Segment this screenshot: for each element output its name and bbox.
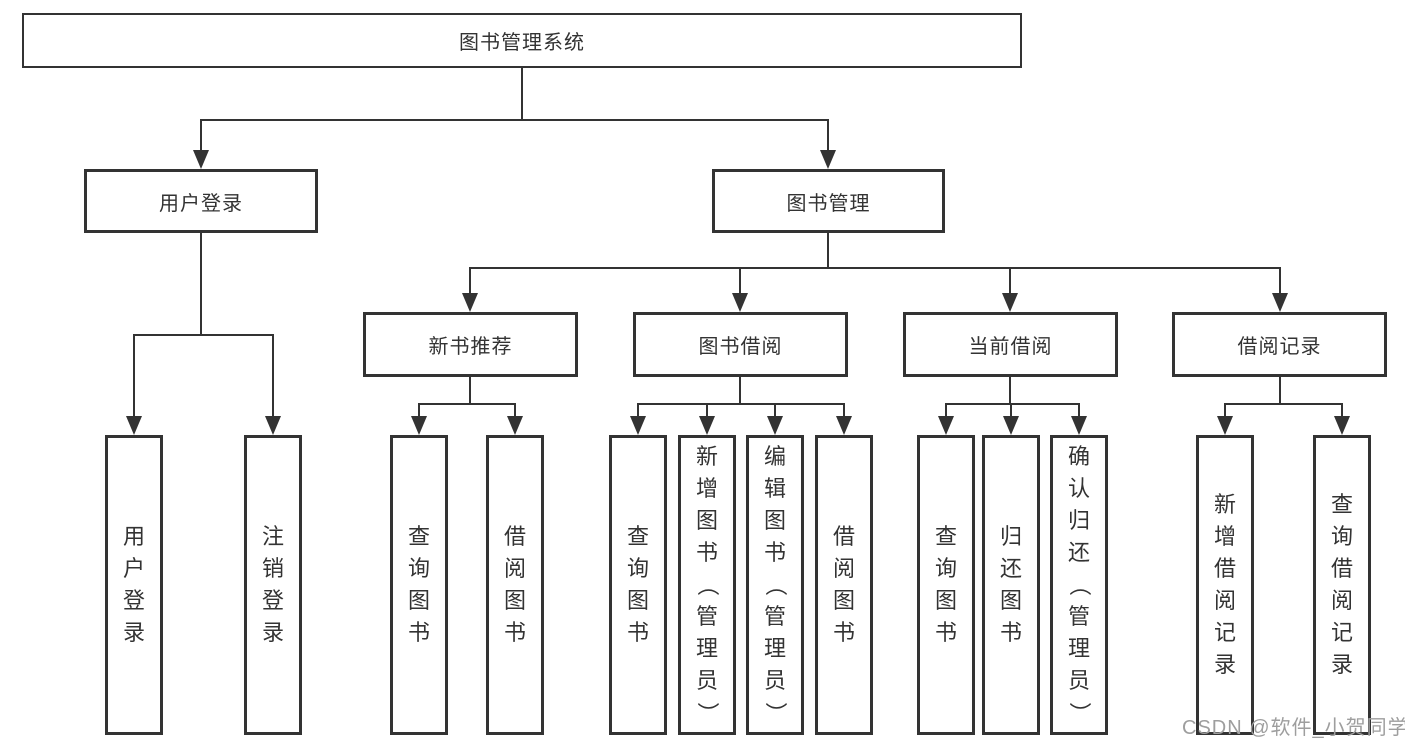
connector-line: [514, 403, 516, 418]
leaf-label: 借阅图书: [503, 524, 526, 645]
connector-line: [637, 403, 845, 405]
leaf-logout: 注销登录: [244, 435, 302, 735]
connector-line: [133, 334, 274, 336]
arrow-down-icon: [836, 416, 852, 435]
connector-line: [945, 403, 1080, 405]
connector-line: [1009, 267, 1011, 295]
connector-line: [1279, 267, 1281, 295]
leaf-confirm-return-admin: 确认归还（管理员）: [1050, 435, 1108, 735]
leaf-query-books-current: 查询图书: [917, 435, 975, 735]
arrow-down-icon: [507, 416, 523, 435]
connector-line: [827, 119, 829, 153]
connector-line: [1224, 403, 1343, 405]
connector-line: [637, 403, 639, 418]
arrow-down-icon: [126, 416, 142, 435]
node-library-management-system: 图书管理系统: [22, 13, 1022, 68]
arrow-down-icon: [1272, 293, 1288, 312]
leaf-add-borrow-record: 新增借阅记录: [1196, 435, 1254, 735]
leaf-query-books-recommend: 查询图书: [390, 435, 448, 735]
arrow-down-icon: [1003, 416, 1019, 435]
node-current-borrowing: 当前借阅: [903, 312, 1118, 377]
connector-line: [418, 403, 516, 405]
leaf-label: 借阅图书: [832, 524, 855, 645]
leaf-label: 用户登录: [122, 524, 145, 645]
node-borrowing-records: 借阅记录: [1172, 312, 1387, 377]
node-label: 新书推荐: [428, 336, 513, 358]
connector-line: [200, 119, 829, 121]
connector-line: [945, 403, 947, 418]
connector-line: [1341, 403, 1343, 418]
arrow-down-icon: [1217, 416, 1233, 435]
connector-line: [133, 334, 135, 418]
arrow-down-icon: [1334, 416, 1350, 435]
leaf-label: 查询图书: [407, 524, 430, 645]
node-label: 图书管理系统: [459, 32, 585, 54]
watermark: CSDN @软件_小贺同学: [1182, 717, 1405, 739]
connector-line: [1010, 403, 1012, 418]
node-book-management: 图书管理: [712, 169, 945, 233]
connector-line: [774, 403, 776, 418]
arrow-down-icon: [767, 416, 783, 435]
leaf-borrow-books-recommend: 借阅图书: [486, 435, 544, 735]
connector-line: [200, 119, 202, 153]
leaf-edit-books-admin: 编辑图书（管理员）: [746, 435, 804, 735]
leaf-label: 新增图书（管理员）: [694, 444, 720, 725]
connector-line: [272, 334, 274, 418]
connector-line: [1224, 403, 1226, 418]
node-user-login: 用户登录: [84, 169, 318, 233]
connector-line: [739, 377, 741, 405]
arrow-down-icon: [820, 150, 836, 169]
leaf-label: 查询图书: [934, 524, 957, 645]
node-label: 用户登录: [159, 192, 243, 215]
connector-line: [469, 267, 471, 295]
leaf-label: 归还图书: [999, 524, 1022, 645]
leaf-label: 查询借阅记录: [1330, 492, 1353, 677]
arrow-down-icon: [411, 416, 427, 435]
connector-line: [418, 403, 420, 418]
leaf-borrow-books-borrowing: 借阅图书: [815, 435, 873, 735]
connector-line: [1009, 377, 1011, 405]
leaf-label: 确认归还（管理员）: [1066, 444, 1092, 725]
leaf-label: 注销登录: [261, 524, 284, 645]
leaf-add-books-admin: 新增图书（管理员）: [678, 435, 736, 735]
leaf-user-login: 用户登录: [105, 435, 163, 735]
arrow-down-icon: [699, 416, 715, 435]
connector-line: [739, 267, 741, 295]
arrow-down-icon: [462, 293, 478, 312]
node-label: 图书管理: [786, 192, 871, 215]
connector-line: [469, 377, 471, 405]
connector-line: [1078, 403, 1080, 418]
arrow-down-icon: [265, 416, 281, 435]
leaf-label: 新增借阅记录: [1213, 492, 1236, 677]
node-label: 当前借阅: [968, 336, 1053, 358]
leaf-label: 编辑图书（管理员）: [762, 444, 788, 725]
node-label: 图书借阅: [698, 336, 783, 358]
arrow-down-icon: [1002, 293, 1018, 312]
arrow-down-icon: [630, 416, 646, 435]
arrow-down-icon: [732, 293, 748, 312]
connector-line: [827, 233, 829, 269]
leaf-return-books: 归还图书: [982, 435, 1040, 735]
connector-line: [1279, 377, 1281, 405]
connector-line: [469, 267, 1281, 269]
node-book-borrowing: 图书借阅: [633, 312, 848, 377]
leaf-query-borrow-record: 查询借阅记录: [1313, 435, 1371, 735]
leaf-label: 查询图书: [626, 524, 649, 645]
connector-line: [706, 403, 708, 418]
node-new-book-recommendation: 新书推荐: [363, 312, 578, 377]
connector-line: [843, 403, 845, 418]
arrow-down-icon: [193, 150, 209, 169]
connector-line: [200, 233, 202, 336]
connector-line: [521, 68, 523, 120]
arrow-down-icon: [938, 416, 954, 435]
leaf-query-books-borrowing: 查询图书: [609, 435, 667, 735]
node-label: 借阅记录: [1237, 336, 1322, 358]
arrow-down-icon: [1071, 416, 1087, 435]
